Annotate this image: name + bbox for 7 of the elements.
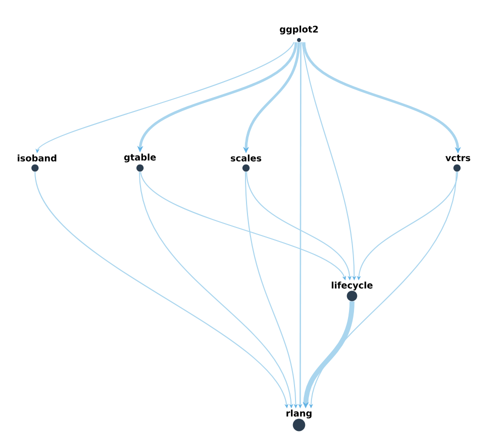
node-label: gtable (124, 154, 156, 162)
node-label: isoband (18, 154, 56, 162)
node-label: rlang (286, 410, 312, 418)
node-label: scales (230, 154, 262, 162)
node-label: ggplot2 (280, 26, 318, 34)
node-label: vctrs (446, 154, 470, 162)
node-label: lifecycle (332, 282, 373, 290)
